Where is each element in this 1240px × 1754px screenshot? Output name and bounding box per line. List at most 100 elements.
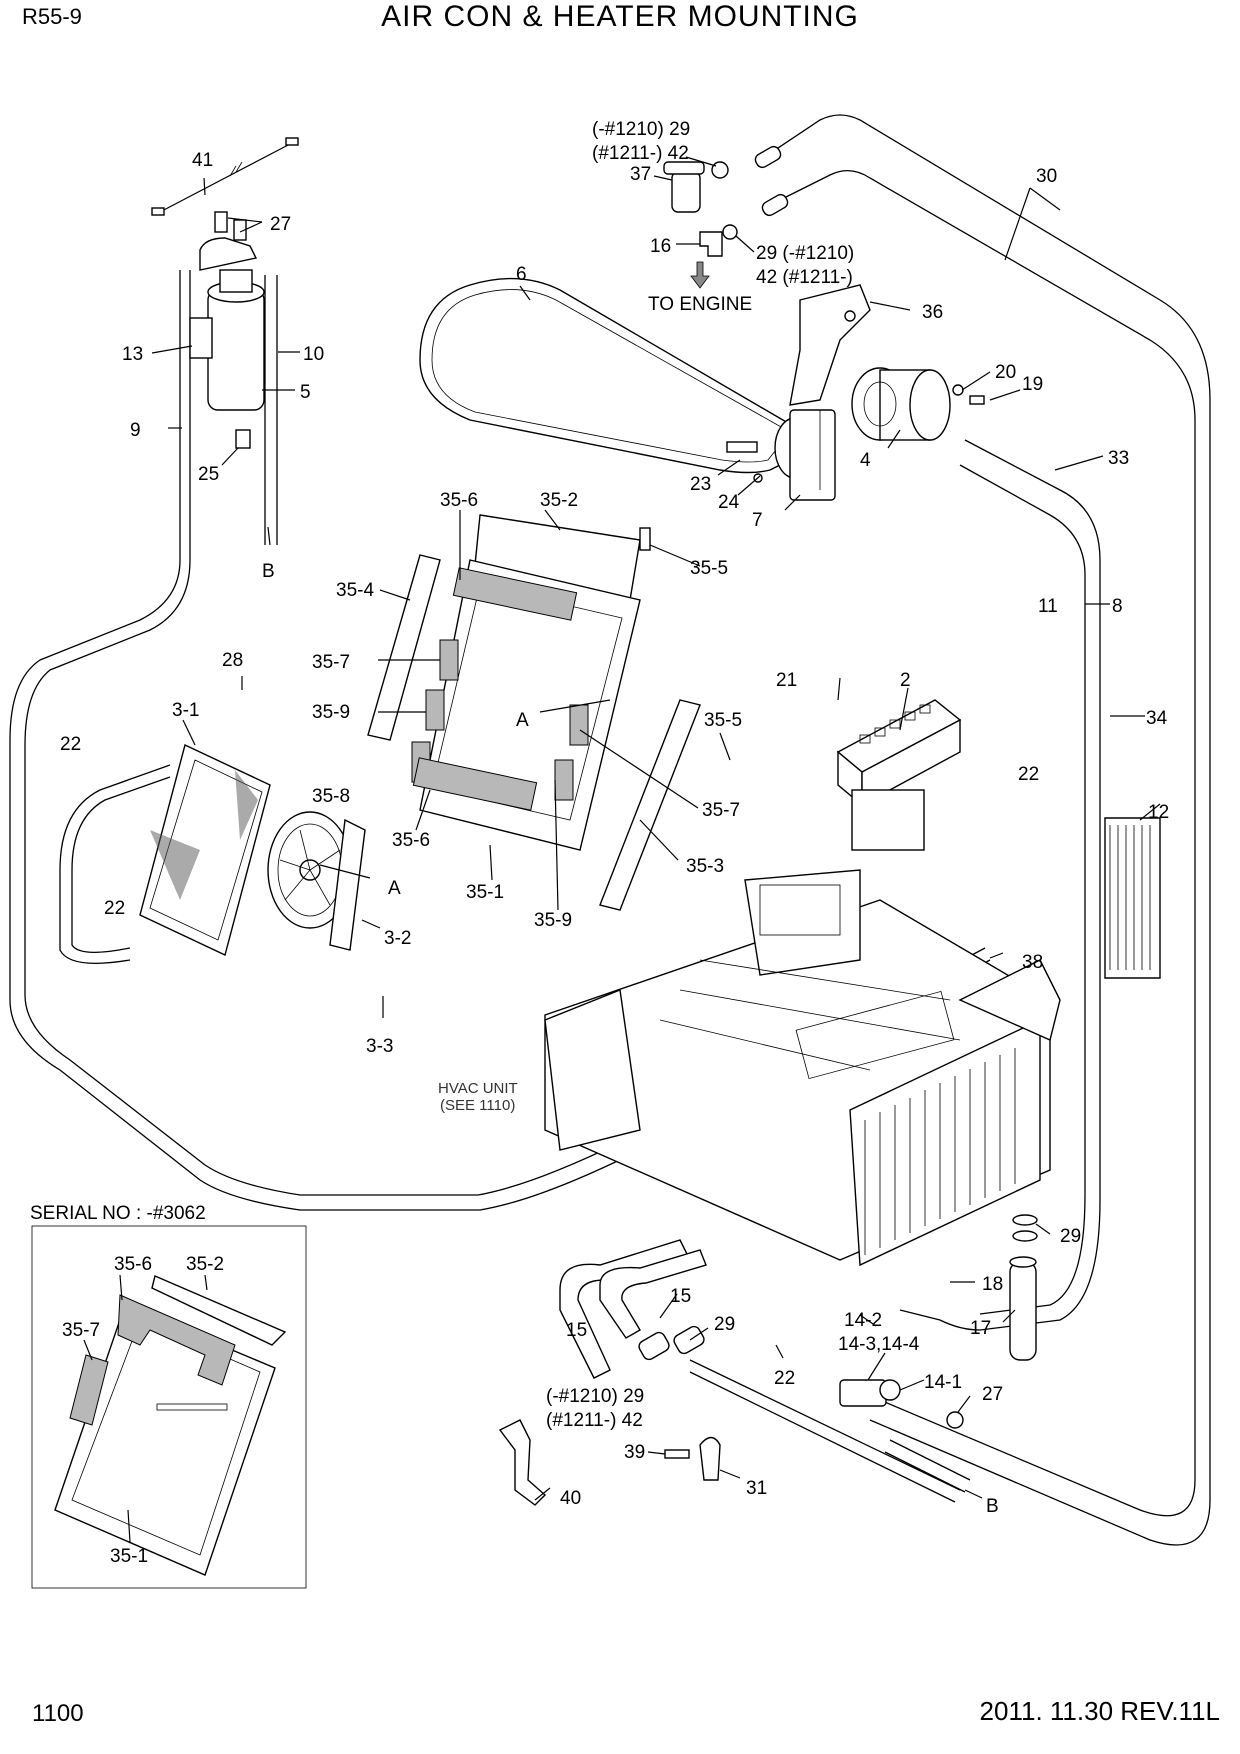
callout-29-top: (-#1210) 29 (592, 119, 690, 140)
hvac-unit-note: HVAC UNIT (438, 1080, 518, 1097)
callout-4: 4 (860, 450, 871, 471)
callout-19: 19 (1022, 374, 1043, 395)
hose-b-bottom (689, 1359, 971, 1503)
callout-28: 28 (222, 650, 243, 671)
refrigerant-hose-30 (754, 114, 1211, 1546)
callout-14-1: 14-1 (924, 1372, 962, 1393)
callout-39: 39 (624, 1442, 645, 1463)
tensioner-7 (726, 409, 836, 501)
bolt-39 (664, 1449, 690, 1459)
callout-23: 23 (690, 474, 711, 495)
callout-36: 36 (922, 302, 943, 323)
hose-9 (9, 270, 991, 1211)
revision-date: 2011. 11.30 REV.11L (979, 1696, 1220, 1726)
callout-8: 8 (1112, 596, 1123, 617)
condenser-3-1 (59, 744, 271, 964)
callout-35-7-a: 35-7 (312, 652, 350, 673)
tube-17 (1009, 1214, 1038, 1361)
callout-15-lower: 15 (566, 1320, 587, 1341)
callout-7: 7 (752, 510, 763, 531)
belt-6 (419, 277, 814, 474)
callout-11: 11 (1038, 596, 1058, 617)
duct-frame-35 (367, 514, 701, 911)
bracket-36 (789, 284, 871, 406)
callout-33: 33 (1108, 448, 1129, 469)
callout-35-3: 35-3 (686, 856, 724, 877)
callout-29-lower: 29 (714, 1314, 735, 1335)
callout-42-top: (#1211-) 42 (592, 143, 689, 164)
callout-27: 27 (270, 214, 291, 235)
callout-40: 40 (560, 1488, 581, 1509)
callout-27-bottom: 27 (982, 1384, 1003, 1405)
callout-29-right: 29 (1060, 1226, 1081, 1247)
callout-labels: 41 27 13 10 5 9 25 B (-#1210) 29 (#1211-… (60, 119, 1169, 1567)
callout-13: 13 (122, 344, 143, 365)
hose-10 (264, 275, 278, 545)
hvac-see-note: (SEE 1110) (440, 1097, 515, 1114)
leader-lines (83, 156, 1161, 1543)
controller-2 (836, 699, 962, 851)
callout-35-7-b: 35-7 (702, 800, 740, 821)
to-engine-note: TO ENGINE (648, 294, 752, 315)
callout-21: 21 (776, 670, 797, 691)
callout-17: 17 (970, 1318, 991, 1339)
callout-12: 12 (1148, 802, 1169, 823)
callout-30: 30 (1036, 166, 1057, 187)
callout-37: 37 (630, 164, 651, 185)
serial-number-note: SERIAL NO : -#3062 (30, 1203, 206, 1224)
callout-5: 5 (300, 382, 311, 403)
callout-a-frame: A (516, 710, 529, 731)
callout-35-5-b: 35-5 (704, 710, 742, 731)
callout-18: 18 (982, 1274, 1003, 1295)
callout-2: 2 (900, 670, 911, 691)
callout-34: 34 (1146, 708, 1168, 729)
hose-8-11 (899, 439, 1101, 1331)
elbow-16 (690, 224, 738, 289)
callout-22-right: 22 (1018, 764, 1039, 785)
callout-14-3-14-4: 14-3,14-4 (838, 1334, 920, 1355)
callout-42-mid: 42 (#1211-) (756, 267, 853, 288)
callout-3-1: 3-1 (172, 700, 199, 721)
callout-38: 38 (1022, 952, 1043, 973)
callout-35-9-a: 35-9 (312, 702, 350, 723)
receiver-drier-5 (189, 211, 265, 449)
callout-6: 6 (516, 264, 527, 285)
callout-3-3: 3-3 (366, 1036, 393, 1057)
callout-35-4: 35-4 (336, 580, 374, 601)
callout-b-top: B (262, 561, 275, 582)
callout-22-left-bottom: 22 (104, 898, 125, 919)
page-number: 1100 (32, 1700, 84, 1727)
inset-callout-35-2: 35-2 (186, 1254, 224, 1275)
compressor-4 (851, 367, 985, 441)
callout-35-5-a: 35-5 (690, 558, 728, 579)
callout-35-8: 35-8 (312, 786, 350, 807)
callout-35-2: 35-2 (540, 490, 578, 511)
callout-41: 41 (192, 150, 213, 171)
callout-15-upper: 15 (670, 1286, 691, 1307)
valve-14-1 (839, 1379, 964, 1429)
page-title: AIR CON & HEATER MOUNTING (381, 0, 859, 33)
callout-b-bottom: B (986, 1496, 999, 1517)
callout-35-1: 35-1 (466, 882, 504, 903)
callout-22-bottom: 22 (774, 1368, 795, 1389)
callout-20: 20 (995, 362, 1016, 383)
callout-35-6-b: 35-6 (392, 830, 430, 851)
serial-inset-box (31, 1225, 307, 1589)
heater-hoses-15 (559, 1239, 707, 1379)
callout-10: 10 (303, 344, 324, 365)
callout-22-left-top: 22 (60, 734, 81, 755)
hvac-unit (544, 869, 1061, 1267)
inset-callout-35-7: 35-7 (62, 1320, 100, 1341)
callout-9: 9 (130, 420, 141, 441)
callout-a-fan: A (388, 878, 401, 899)
callout-16: 16 (650, 236, 671, 257)
callout-42-bottom: (#1211-) 42 (546, 1410, 643, 1431)
clamp-31 (699, 1436, 721, 1481)
inset-callout-35-6: 35-6 (114, 1254, 152, 1275)
callout-29-bottom: (-#1210) 29 (546, 1386, 644, 1407)
callout-24: 24 (718, 492, 740, 513)
part-41-cable (151, 137, 299, 216)
callout-25: 25 (198, 464, 219, 485)
